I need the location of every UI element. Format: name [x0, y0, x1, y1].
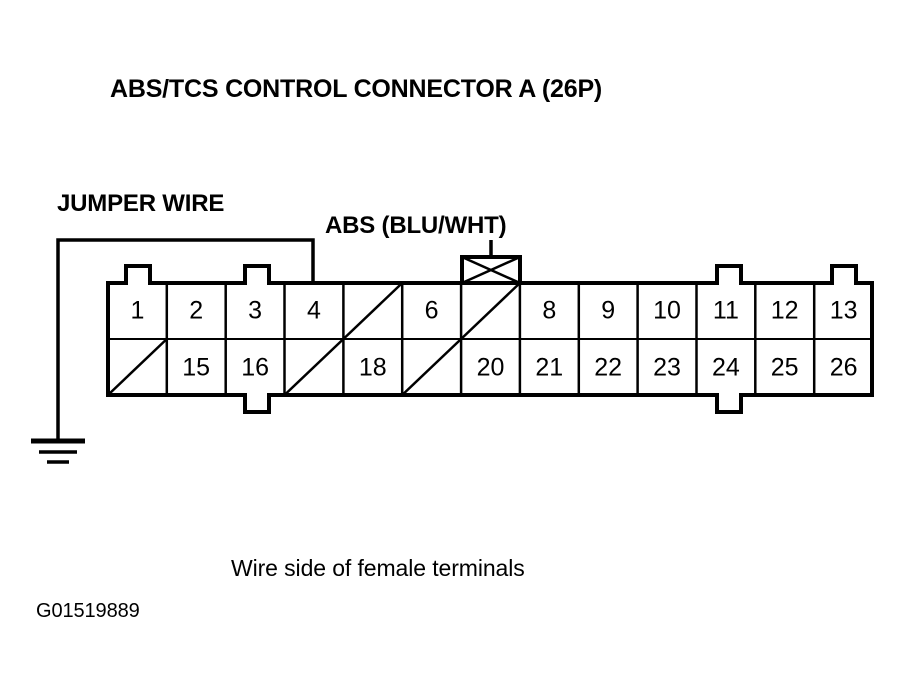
- pin-top-13: 13: [830, 297, 858, 325]
- pin-top-3: 3: [248, 297, 262, 325]
- crossed-box-icon: [460, 255, 522, 285]
- jumper-wire-path: [56, 238, 315, 410]
- pin-bot-22: 22: [594, 354, 622, 382]
- pin-bot-20: 20: [477, 354, 505, 382]
- slash-bot-col4: [283, 338, 345, 396]
- pin-top-4: 4: [307, 297, 321, 325]
- pin-top-2: 2: [189, 297, 203, 325]
- pin-top-10: 10: [653, 297, 681, 325]
- ground-symbol: [31, 410, 85, 464]
- pin-bot-18: 18: [359, 354, 387, 382]
- pin-top-1: 1: [130, 297, 144, 325]
- slash-bot-col1: [107, 338, 168, 396]
- pin-top-12: 12: [771, 297, 799, 325]
- slash-top-col5: [342, 282, 404, 340]
- pin-bot-21: 21: [535, 354, 563, 382]
- figure-caption: Wire side of female terminals: [231, 555, 525, 581]
- page-title: ABS/TCS CONTROL CONNECTOR A (26P): [110, 75, 603, 103]
- pin-bot-23: 23: [653, 354, 681, 382]
- slash-top-col7: [460, 282, 521, 340]
- pin-bot-15: 15: [182, 354, 210, 382]
- pin-bot-25: 25: [771, 354, 799, 382]
- pin-top-6: 6: [425, 297, 439, 325]
- pin-bot-24: 24: [712, 354, 740, 382]
- pin-bot-16: 16: [241, 354, 269, 382]
- pin-numbers-top-row: 1 2 3 4 6 8 9 10 11 12 13: [130, 297, 857, 325]
- unused-cavity-slashes: [107, 282, 521, 396]
- pin-top-8: 8: [542, 297, 556, 325]
- pin-numbers-bottom-row: 15 16 18 20 21 22 23 24 25 26: [182, 354, 857, 382]
- slash-bot-col6: [401, 338, 462, 396]
- pin-top-11: 11: [713, 297, 739, 325]
- figure-code: G01519889: [36, 600, 140, 622]
- pin-bot-26: 26: [830, 354, 858, 382]
- jumper-wire-label: JUMPER WIRE: [57, 190, 225, 217]
- pin-top-9: 9: [601, 297, 615, 325]
- abs-wire-label: ABS (BLU/WHT): [325, 212, 507, 239]
